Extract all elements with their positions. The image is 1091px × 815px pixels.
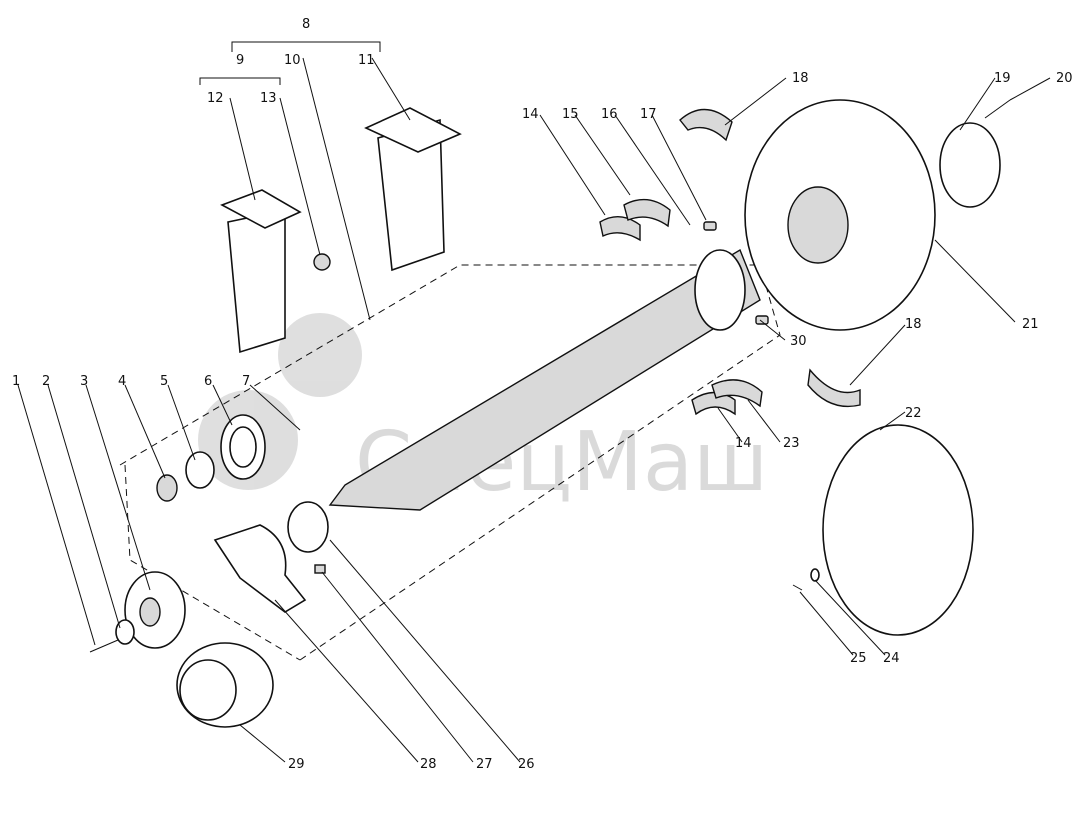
callout-20: 20: [1056, 71, 1073, 86]
callout-28: 28: [420, 757, 437, 772]
oil-seal-6: [220, 414, 266, 480]
callout-22: 22: [905, 406, 922, 421]
callout-4: 4: [118, 374, 126, 389]
callout-13: 13: [260, 91, 277, 106]
callout-25: 25: [850, 651, 867, 666]
callout-14-lower: 14: [735, 436, 752, 451]
callout-17: 17: [640, 107, 657, 122]
ring-gear-22: [822, 424, 974, 636]
bearing-box-11: [364, 107, 462, 272]
bearing-shells-14-23: [691, 379, 763, 416]
flywheel-21: [744, 99, 936, 331]
nut-4: [156, 474, 178, 502]
callout-27: 27: [476, 757, 493, 772]
leader-lines: [17, 57, 1051, 763]
pin-30: [755, 315, 769, 325]
callout-5: 5: [160, 374, 168, 389]
callout-21: 21: [1022, 317, 1039, 332]
pulley-29: [176, 642, 274, 728]
washer-24: [810, 568, 820, 582]
callout-29: 29: [288, 757, 305, 772]
callout-7: 7: [242, 374, 250, 389]
gear-27: [287, 501, 329, 553]
callout-14: 14: [522, 107, 539, 122]
callout-18: 18: [792, 71, 809, 86]
flange-plate-19: [939, 122, 1001, 208]
washer-5: [185, 451, 215, 489]
callout-9: 9: [236, 53, 244, 68]
nut-13: [313, 253, 331, 271]
pin-17: [703, 221, 717, 231]
counterweight-26: [213, 524, 307, 613]
half-ring-18-top: [679, 108, 733, 142]
callout-30: 30: [790, 334, 807, 349]
crankshaft-26: [328, 248, 761, 511]
callout-12: 12: [207, 91, 224, 106]
callout-2: 2: [42, 374, 50, 389]
bolt-1: [89, 639, 119, 653]
callout-8: 8: [302, 17, 310, 32]
callout-labels: 1 2 3 4 5 6 7 8 9 10 11 12 13 14 15 16 1…: [12, 17, 1073, 772]
bolt-25: [792, 584, 803, 591]
washer-2: [115, 619, 135, 645]
bolt-20: [984, 99, 1011, 119]
callout-15: 15: [562, 107, 579, 122]
callout-18-lower: 18: [905, 317, 922, 332]
group-brackets: [199, 41, 381, 85]
callout-6: 6: [204, 374, 212, 389]
callout-26: 26: [518, 757, 535, 772]
pulley-3: [124, 571, 186, 649]
callout-23: 23: [783, 436, 800, 451]
main-bearing-shells-15-16: [599, 198, 671, 242]
callout-24: 24: [883, 651, 900, 666]
half-ring-18-bottom: [807, 368, 861, 408]
key-28: [314, 564, 326, 574]
callout-1: 1: [12, 374, 20, 389]
bearing-box-12: [220, 189, 302, 354]
callout-10: 10: [284, 53, 301, 68]
callout-19: 19: [994, 71, 1011, 86]
callout-11: 11: [358, 53, 375, 68]
callout-3: 3: [80, 374, 88, 389]
callout-16: 16: [601, 107, 618, 122]
